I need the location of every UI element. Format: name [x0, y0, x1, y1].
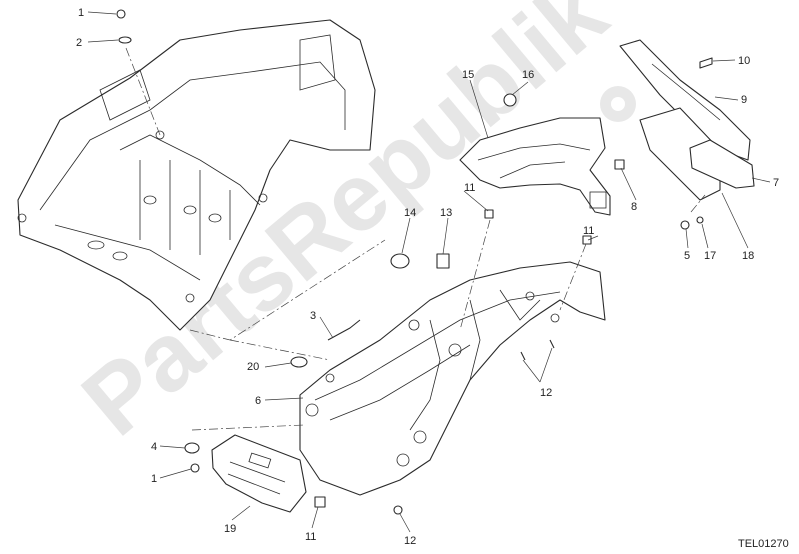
nut-part-11-right [582, 235, 592, 245]
plate-light-bracket [615, 39, 755, 201]
callouts: 1 2 15 16 10 9 7 18 17 5 8 11 13 14 3 20… [76, 7, 779, 547]
screw-part-5 [680, 220, 690, 230]
callout-19: 19 [224, 523, 236, 535]
callout-17: 17 [704, 250, 716, 262]
callout-9: 9 [741, 94, 747, 106]
clip-part-13 [436, 253, 450, 269]
screw-part-1-bottom [190, 463, 200, 473]
callout-11-right: 11 [583, 225, 594, 237]
assembly-lines [125, 47, 706, 431]
license-plate-support-lower [211, 434, 307, 513]
gear-icon [600, 86, 636, 122]
callout-4: 4 [151, 441, 157, 453]
grommet-part-14 [390, 253, 410, 269]
document-id: TEL01270 [738, 538, 789, 550]
callout-6: 6 [255, 395, 261, 407]
callout-14: 14 [404, 207, 416, 219]
washer-part-2 [118, 36, 132, 44]
bolt-part-10 [699, 57, 713, 69]
callout-1-bottom: 1 [151, 473, 157, 485]
grommet-part-4 [184, 442, 200, 454]
bolt-part-1-top [116, 9, 126, 19]
seat-tray-frame [17, 19, 376, 331]
nut-part-11-bottom [314, 496, 326, 508]
callout-8: 8 [631, 201, 637, 213]
callout-15: 15 [462, 69, 474, 81]
callout-3: 3 [310, 310, 316, 322]
callout-13: 13 [440, 207, 452, 219]
washer-part-17 [696, 216, 704, 224]
screw-part-12-bottom [393, 505, 403, 515]
callout-18: 18 [742, 250, 754, 262]
nut-part-11-mid [484, 209, 494, 219]
callout-7: 7 [773, 177, 779, 189]
callout-5: 5 [684, 250, 690, 262]
callout-16: 16 [522, 69, 534, 81]
rear-fender [299, 261, 606, 496]
washer-part-20 [290, 356, 308, 368]
callout-1-top: 1 [78, 7, 84, 19]
leader-lines [87, 11, 771, 533]
callout-11-bottom: 11 [305, 531, 316, 543]
callout-2: 2 [76, 37, 82, 49]
screws-part-12 [520, 339, 555, 361]
callout-11-mid: 11 [464, 182, 475, 194]
nut-part-8 [614, 159, 625, 170]
callout-20: 20 [247, 361, 259, 373]
callout-12-bottom: 12 [404, 535, 416, 547]
plug-part-16 [503, 93, 517, 107]
hardware [116, 9, 713, 515]
callout-12-right: 12 [540, 387, 552, 399]
callout-10: 10 [738, 55, 750, 67]
cable-tie-part-3 [327, 319, 361, 341]
mudguard [459, 117, 611, 216]
